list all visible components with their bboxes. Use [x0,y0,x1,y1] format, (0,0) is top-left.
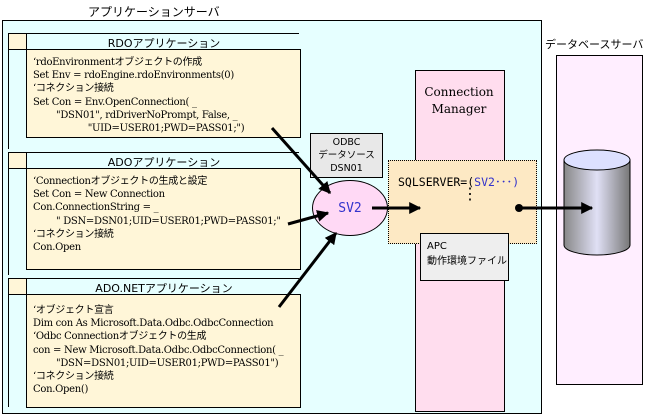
rdo-app-panel: RDOアプリケーション ‘rdoEnvironmentオブジェクトの作成 Set… [8,33,301,149]
arrow-adonet-to-dsn [277,232,338,308]
rdo-code: ‘rdoEnvironmentオブジェクトの作成 Set Env = rdoEn… [26,49,301,138]
config-entry: SQLSERVER=(SV2･･･) [398,174,519,190]
odbc-line1: ODBC [332,137,361,148]
odbc-datasource-box: ODBC データソース DSN01 [310,133,383,178]
arrow-rdo-to-dsn [270,127,332,194]
ado-app-panel: ADOアプリケーション ‘Connectionオブジェクトの生成と設定 Set … [8,152,301,275]
panel-tab-square [9,279,27,295]
panel-tab-square [9,34,27,50]
apc-line2: 動作環境ファイル [427,256,507,267]
cm-line1: Connection [424,85,494,99]
database-cylinder-icon [563,149,631,256]
config-prefix: SQLSERVER=( [398,175,475,189]
adonet-app-panel: ADO.NETアプリケーション ‘オブジェクト宣言 Dim con As Mic… [8,278,301,408]
ado-app-title: ADOアプリケーション [107,156,221,169]
odbc-line2: データソース [318,150,375,161]
config-suffix: ･･･) [494,175,520,189]
apc-config-file-box: APC 動作環境ファイル [420,233,509,281]
cm-line2: Manager [431,102,487,116]
rdo-app-title: RDOアプリケーション [107,37,221,50]
ellipsis-vertical: ⋮ [462,184,478,203]
arrow-ado-to-dsn [287,210,330,226]
config-value: SV2 [474,175,495,189]
app-server-label: アプリケーションサーバ [88,5,220,19]
apc-line1: APC [427,241,447,252]
odbc-line3: DSN01 [330,163,363,174]
adonet-code: ‘オブジェクト宣言 Dim con As Microsoft.Data.Odbc… [26,294,301,408]
db-server-label: データベースサーバ [545,38,644,51]
adonet-app-title: ADO.NETアプリケーション [95,282,233,295]
ado-code: ‘Connectionオブジェクトの生成と設定 Set Con = New Co… [26,168,301,270]
panel-tab-square [9,153,27,169]
